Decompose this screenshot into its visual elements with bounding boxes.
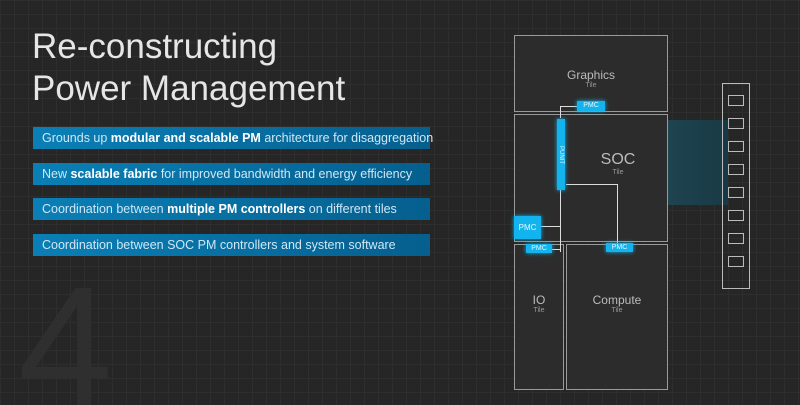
slide-title: Re-constructing Power Management bbox=[32, 26, 345, 110]
graphics-tile: Graphics Tile bbox=[514, 35, 668, 112]
tile-sub: Tile bbox=[612, 169, 624, 176]
compute-pmc: PMC bbox=[606, 243, 633, 252]
bullet-text: Grounds up bbox=[42, 131, 111, 145]
connector-line bbox=[617, 184, 618, 243]
connector-line bbox=[541, 226, 560, 227]
tile-name: SOC bbox=[600, 151, 636, 168]
interconnect-glow bbox=[668, 120, 728, 205]
connector-line bbox=[560, 106, 561, 118]
tile-name: Compute bbox=[592, 293, 642, 307]
bullet-text: New bbox=[42, 167, 71, 181]
bullet-1: Grounds up modular and scalable PM archi… bbox=[33, 127, 434, 149]
graphics-pmc: PMC bbox=[577, 101, 605, 111]
memory-chip bbox=[728, 95, 744, 106]
compute-tile: Compute Tile bbox=[566, 244, 668, 390]
bullet-2: New scalable fabric for improved bandwid… bbox=[33, 163, 430, 185]
memory-chip bbox=[728, 233, 744, 244]
connector-line bbox=[560, 190, 561, 252]
bullet-text: architecture for disaggregation bbox=[260, 131, 434, 145]
watermark-number: 4 bbox=[18, 262, 113, 405]
tile-sub: Tile bbox=[585, 82, 597, 89]
soc-tile: SOC Tile bbox=[514, 114, 668, 242]
soc-pmc: PMC bbox=[514, 216, 541, 239]
tile-sub: Tile bbox=[533, 307, 545, 314]
punit: PUNIT bbox=[557, 119, 565, 190]
bullet-text: Coordination between bbox=[42, 202, 168, 216]
memory-chip bbox=[728, 210, 744, 221]
bullet-text: on different tiles bbox=[305, 202, 397, 216]
bullet-text: Coordination between SOC PM controllers … bbox=[42, 238, 396, 252]
bullet-3: Coordination between multiple PM control… bbox=[33, 198, 430, 220]
memory-chip bbox=[728, 118, 744, 129]
io-tile: IO Tile bbox=[514, 244, 564, 390]
tile-name: IO bbox=[532, 293, 546, 307]
bullet-bold: scalable fabric bbox=[70, 167, 158, 181]
bullet-bold: modular and scalable PM bbox=[110, 131, 261, 145]
connector-line bbox=[552, 249, 560, 250]
memory-chip bbox=[728, 164, 744, 175]
memory-chip bbox=[728, 141, 744, 152]
tile-name: Graphics bbox=[566, 68, 616, 82]
bullet-text: for improved bandwidth and energy effici… bbox=[157, 167, 413, 181]
title-line-1: Re-constructing bbox=[32, 27, 278, 66]
title-line-2: Power Management bbox=[32, 69, 346, 108]
bullet-bold: multiple PM controllers bbox=[167, 202, 306, 216]
memory-chip bbox=[728, 187, 744, 198]
memory-module bbox=[722, 83, 750, 289]
connector-line bbox=[566, 184, 617, 185]
tile-sub: Tile bbox=[611, 307, 623, 314]
connector-line bbox=[560, 106, 577, 107]
memory-chip bbox=[728, 256, 744, 267]
io-pmc: PMC bbox=[526, 244, 552, 253]
bullet-4: Coordination between SOC PM controllers … bbox=[33, 234, 430, 256]
